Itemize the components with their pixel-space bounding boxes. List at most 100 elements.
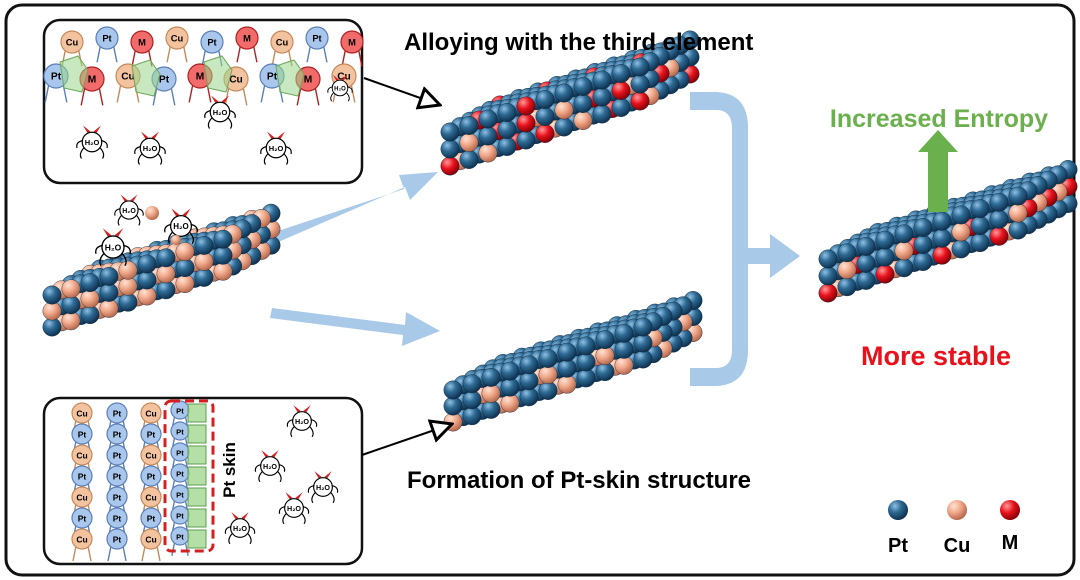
- merge-bracket: [690, 92, 800, 386]
- svg-text:M: M: [196, 72, 205, 83]
- atom-cu: [175, 242, 195, 262]
- atom-pt: [573, 77, 593, 96]
- atom-cu: [1008, 203, 1028, 223]
- svg-text:Pt: Pt: [176, 407, 184, 416]
- svg-text:Pt: Pt: [312, 34, 321, 44]
- atom-pt: [913, 218, 933, 237]
- atom-cu: [459, 133, 479, 152]
- atom-m: [630, 91, 650, 111]
- increased-entropy-arrow: [918, 130, 958, 212]
- svg-text:Cu: Cu: [76, 493, 87, 503]
- atom-figure-pt: Pt: [305, 26, 329, 63]
- svg-text:Cu: Cu: [276, 38, 289, 48]
- atom-m: [535, 124, 555, 143]
- svg-text:Cu: Cu: [121, 72, 135, 83]
- atom-pt: [913, 235, 933, 254]
- skin-fragment: [187, 403, 207, 423]
- arrow-to-skin-slab: [270, 308, 440, 346]
- green-fragment: [131, 59, 161, 97]
- atom-m: [611, 81, 631, 100]
- atom-pt: [633, 317, 653, 337]
- atom-pt: [99, 266, 119, 286]
- atom-pt: [894, 258, 914, 278]
- atom-pt: [856, 253, 876, 273]
- atom-pt: [932, 211, 952, 231]
- svg-text:H₂O: H₂O: [316, 483, 330, 492]
- atom-cu: [42, 301, 62, 321]
- atom-pt: [837, 277, 857, 297]
- svg-text:Pt: Pt: [176, 470, 184, 479]
- atom-m: [989, 226, 1009, 246]
- svg-text:Pt: Pt: [78, 514, 87, 524]
- water-molecule: H₂O: [95, 228, 131, 267]
- water-molecule: H₂O: [204, 95, 236, 129]
- svg-text:Pt: Pt: [113, 514, 122, 524]
- svg-text:Cu: Cu: [337, 72, 351, 83]
- atom-pt: [630, 57, 650, 77]
- legend-pt-swatch: [888, 500, 908, 520]
- svg-text:Cu: Cu: [76, 535, 87, 545]
- atom-pt: [932, 228, 952, 248]
- atom-figure-m: M: [340, 30, 364, 67]
- water-molecule: H₂O: [307, 471, 339, 504]
- atom-cu: [837, 260, 857, 280]
- atom-pt: [500, 361, 520, 381]
- atom-pt: [137, 254, 157, 274]
- svg-text:Pt: Pt: [113, 472, 122, 482]
- atom-pt: [592, 70, 612, 90]
- atom-pt: [478, 126, 498, 146]
- atom-pt: [497, 137, 517, 156]
- atom-pt: [194, 235, 214, 255]
- atom-pt: [913, 252, 933, 271]
- atom-m: [875, 264, 895, 284]
- atom-pt: [1008, 220, 1028, 240]
- atom-pt: [443, 396, 463, 416]
- atom-cu: [118, 260, 138, 280]
- atom-figure-cu: Cu: [60, 30, 84, 67]
- atom-pt: [592, 104, 612, 124]
- svg-text:Pt: Pt: [147, 472, 156, 482]
- atom-figure-cu: Cu: [140, 528, 162, 562]
- water-molecule: H₂O: [134, 131, 166, 165]
- svg-text:Pt: Pt: [113, 409, 122, 419]
- svg-text:H₂O: H₂O: [263, 462, 277, 471]
- svg-text:Pt: Pt: [113, 535, 122, 545]
- atom-pt: [856, 236, 876, 256]
- svg-text:Pt: Pt: [176, 428, 184, 437]
- atom-figure-m: M: [130, 30, 154, 67]
- atom-figure-pt: Pt: [106, 528, 128, 562]
- atom-pt: [516, 130, 536, 150]
- atom-pt: [951, 239, 971, 259]
- svg-text:Pt: Pt: [147, 514, 156, 524]
- atom-pt: [538, 349, 558, 368]
- svg-text:H₂O: H₂O: [295, 417, 309, 426]
- water-molecule: H₂O: [327, 74, 353, 102]
- atom-pt: [156, 248, 176, 268]
- water-molecule: H₂O: [278, 492, 310, 525]
- legend-cu-label: Cu: [944, 535, 971, 557]
- svg-text:Pt: Pt: [113, 451, 122, 461]
- pt-skin-slab: [443, 291, 703, 432]
- svg-text:Pt: Pt: [176, 512, 184, 521]
- atom-pt: [611, 64, 631, 83]
- svg-text:H₂O: H₂O: [105, 242, 122, 252]
- svg-text:Pt: Pt: [78, 472, 87, 482]
- green-fragment: [275, 59, 305, 97]
- skin-fragment: [187, 424, 207, 444]
- svg-text:Cu: Cu: [145, 535, 156, 545]
- atom-pt: [42, 317, 62, 337]
- svg-text:Pt: Pt: [147, 430, 156, 440]
- atom-cu: [894, 241, 914, 261]
- atom-m: [818, 283, 838, 303]
- svg-text:Cu: Cu: [76, 409, 87, 419]
- water-molecule: H₂O: [114, 194, 144, 226]
- atom-pt: [989, 209, 1009, 229]
- svg-text:H₂O: H₂O: [213, 108, 228, 117]
- legend: Pt Cu M: [888, 500, 1020, 557]
- atom-figure-pt: Pt: [170, 505, 190, 535]
- atom-pt: [80, 273, 100, 292]
- legend-cu-swatch: [947, 500, 967, 520]
- svg-text:Cu: Cu: [66, 38, 79, 48]
